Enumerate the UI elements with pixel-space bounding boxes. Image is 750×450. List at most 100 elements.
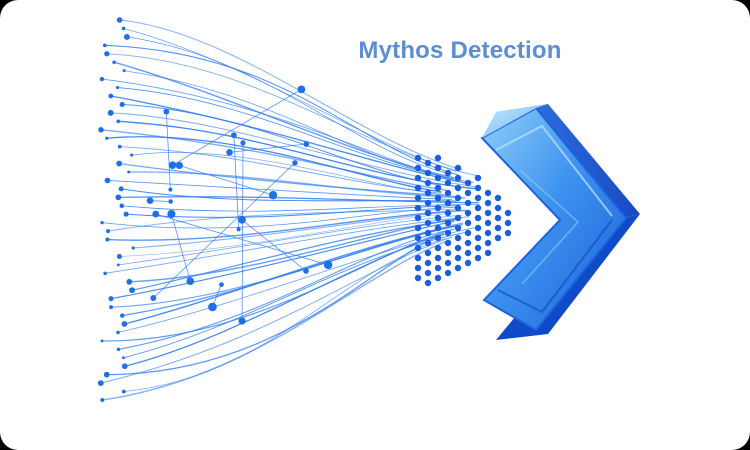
- matrix-dot: [414, 214, 422, 222]
- matrix-dot: [464, 229, 472, 237]
- matrix-dot: [444, 259, 452, 267]
- network-line: [106, 234, 441, 376]
- matrix-dot: [444, 229, 452, 237]
- network-line: [119, 162, 457, 198]
- matrix-dot: [424, 179, 432, 187]
- network-line: [124, 233, 445, 367]
- matrix-dot: [444, 169, 452, 177]
- network-line: [101, 78, 457, 182]
- network-connector: [155, 213, 329, 266]
- network-node: [167, 209, 176, 219]
- matrix-dot: [474, 244, 482, 252]
- chevron-right-icon: [480, 104, 640, 340]
- network-node: [208, 302, 217, 312]
- matrix-dot: [414, 254, 422, 262]
- network-node: [98, 127, 104, 133]
- network-connector: [179, 165, 274, 196]
- matrix-dot: [494, 204, 502, 212]
- network-node: [168, 161, 177, 169]
- network-node: [105, 136, 109, 140]
- matrix-dot: [424, 199, 432, 207]
- network-node: [102, 43, 107, 48]
- network-node: [100, 339, 104, 343]
- network-node: [120, 313, 125, 318]
- page-title: Mythos Detection: [358, 37, 562, 64]
- network-line: [118, 214, 463, 266]
- network-line: [131, 152, 446, 196]
- network-node: [129, 287, 136, 294]
- matrix-dot: [434, 154, 442, 162]
- matrix-dot: [434, 224, 442, 232]
- network-node: [107, 109, 114, 116]
- matrix-dot: [414, 274, 422, 282]
- matrix-dot: [414, 154, 422, 162]
- matrix-dot: [434, 204, 442, 212]
- matrix-dot: [454, 184, 462, 192]
- network-node: [303, 141, 310, 147]
- matrix-dot: [424, 209, 432, 217]
- network-node: [126, 278, 133, 285]
- network-node: [240, 140, 246, 146]
- network-node: [150, 295, 157, 301]
- network-line: [102, 239, 451, 401]
- matrix-dot: [414, 164, 422, 172]
- network-connector: [229, 143, 307, 153]
- matrix-dot: [424, 259, 432, 267]
- network-node: [163, 108, 170, 115]
- matrix-dot: [484, 189, 492, 197]
- network-node: [117, 144, 122, 149]
- network-line: [118, 230, 447, 350]
- network-node: [109, 305, 113, 310]
- network-node: [186, 277, 195, 286]
- network-line: [126, 36, 447, 174]
- matrix-dot: [454, 234, 462, 242]
- network-node: [104, 177, 111, 184]
- matrix-dot: [474, 214, 482, 222]
- network-node: [219, 282, 224, 287]
- network-line: [123, 231, 467, 359]
- matrix-dot: [424, 249, 432, 257]
- network-line: [119, 19, 463, 171]
- network-line: [121, 203, 480, 212]
- network-connector: [241, 142, 244, 322]
- matrix-dot: [504, 209, 512, 217]
- network-line: [131, 219, 457, 291]
- network-node: [122, 69, 126, 73]
- network-node: [116, 17, 123, 23]
- network-node: [238, 215, 246, 224]
- matrix-dot: [414, 194, 422, 202]
- network-node: [119, 101, 125, 108]
- network-node: [297, 85, 306, 94]
- network-node: [97, 380, 104, 387]
- network-line: [106, 53, 480, 177]
- matrix-dot: [464, 259, 472, 267]
- network-line: [110, 112, 479, 188]
- matrix-dot: [464, 189, 472, 197]
- network-node: [123, 211, 129, 217]
- network-connector: [149, 200, 171, 202]
- matrix-dot: [454, 264, 462, 272]
- network-node: [226, 149, 233, 156]
- network-nodes: [97, 17, 333, 402]
- matrix-dot: [454, 214, 462, 222]
- matrix-dot: [494, 224, 502, 232]
- network-node: [130, 153, 134, 157]
- matrix-dot: [444, 239, 452, 247]
- network-connector: [153, 162, 296, 299]
- matrix-dot: [484, 229, 492, 237]
- network-line: [124, 225, 456, 325]
- matrix-dot: [444, 249, 452, 257]
- network-line: [113, 61, 455, 179]
- network-line: [107, 179, 453, 201]
- matrix-dot: [434, 194, 442, 202]
- network-node: [116, 253, 122, 260]
- network-node: [268, 190, 278, 200]
- matrix-dot: [424, 239, 432, 247]
- matrix-dot: [424, 159, 432, 167]
- network-node: [105, 229, 111, 234]
- network-node: [303, 268, 309, 274]
- matrix-dot: [444, 179, 452, 187]
- matrix-dot: [494, 214, 502, 222]
- network-line: [107, 209, 467, 241]
